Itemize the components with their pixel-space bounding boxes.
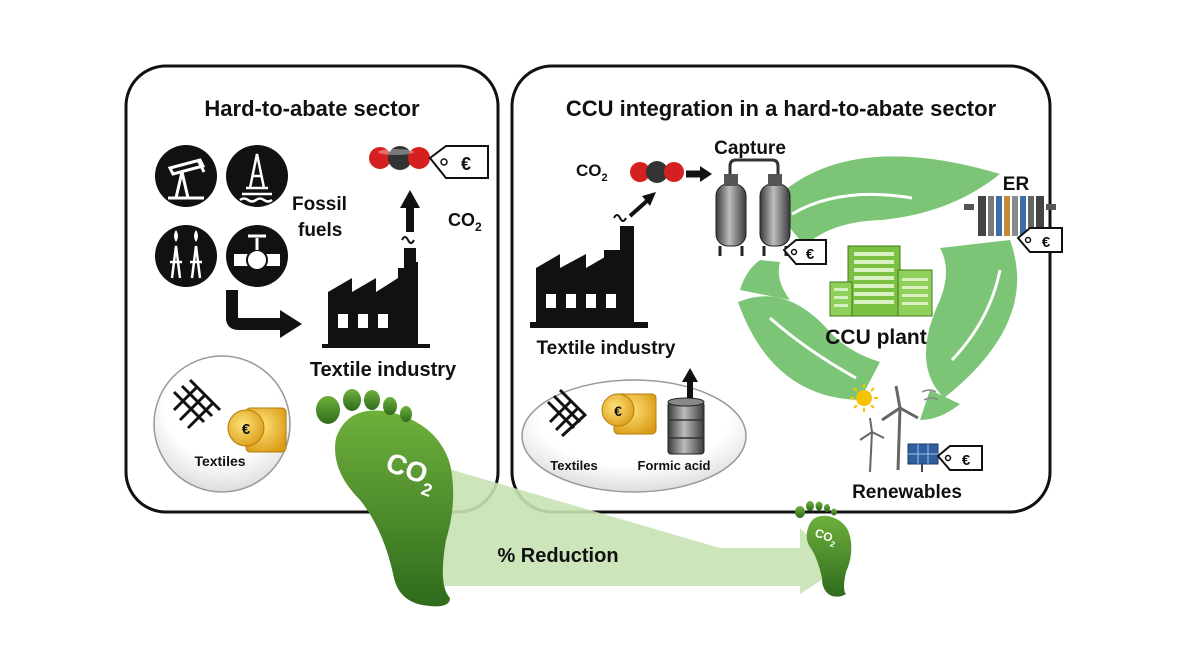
er-label: ER [1003,174,1030,195]
pipeline-valve-icon [226,225,288,287]
left-co2-label: CO2 [448,210,482,234]
right-fabric-weave-icon [546,388,588,438]
small-footprint-icon: CO2 [795,501,852,597]
formic-acid-barrel-icon [667,397,705,455]
svg-text:€: € [614,403,622,419]
gas-flare-icon [155,225,217,287]
formic-acid-label: Formic acid [638,458,711,473]
renewables-label: Renewables [852,482,962,503]
er-price-tag-icon: € [1016,227,1063,253]
sun-icon [850,384,878,412]
svg-text:€: € [806,246,815,263]
left-textiles-label: Textiles [194,453,245,469]
oil-pumpjack-icon [155,145,217,207]
reduction-label: % Reduction [497,545,618,567]
capture-label: Capture [714,138,786,159]
fossil-fuels-label-2: fuels [298,220,342,241]
left-industry-label: Textile industry [310,359,457,381]
reduction-arrow [418,460,840,594]
left-panel-title: Hard-to-abate sector [204,96,420,121]
right-industry-label: Textile industry [536,338,675,359]
fossil-fuels-label-1: Fossil [292,194,347,215]
price-tag-euro: € [461,154,471,174]
solar-panel-icon [907,443,939,472]
offshore-platform-icon [226,145,288,207]
renewables-price-tag-icon: € [936,445,983,471]
right-co2-molecule-icon [630,161,684,183]
recycle-leaves-icon [738,156,1018,420]
right-panel-title: CCU integration in a hard-to-abate secto… [566,96,997,121]
factory-icon [322,236,430,348]
fabric-weave-icon [172,378,222,430]
electrolyzer-stack-icon [964,196,1056,236]
svg-text:€: € [1042,234,1051,251]
ccu-plant-building-icon [829,245,933,317]
co2-molecule-icon [369,146,430,170]
small-footprint-co2: CO2 [812,526,839,550]
right-textiles-label: Textiles [550,458,597,473]
price-tag-icon: € [428,145,489,179]
ccu-plant-label: CCU plant [825,326,927,349]
textiles-products-badge: € Textiles [153,355,291,493]
capture-price-tag-icon: € [782,239,827,265]
wind-turbines-icon [859,385,939,473]
emission-to-co2-arrow [628,198,650,218]
svg-text:€: € [962,452,971,469]
large-footprint-icon: CO2 [316,389,454,607]
right-factory-icon [530,214,648,328]
fossil-to-industry-arrow [226,290,282,330]
coin-stack-icon: € [227,407,287,453]
right-co2-label: CO2 [576,161,608,184]
right-coin-stack-icon: € [601,393,657,435]
ccu-products-badge: € Textiles Formic acid [521,379,747,493]
svg-text:€: € [242,421,251,438]
capture-columns-icon [715,158,791,256]
